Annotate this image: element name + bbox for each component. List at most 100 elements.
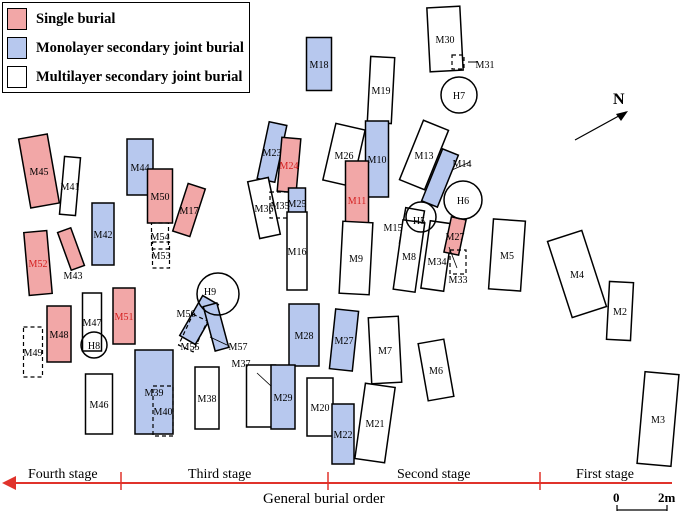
tomb-m10 — [364, 120, 390, 198]
tomb-label: M28 — [295, 331, 314, 342]
tomb-outline — [152, 385, 174, 437]
tomb-label: M11 — [348, 196, 367, 207]
tomb-label: M43 — [64, 271, 83, 282]
tomb-label: M24 — [280, 161, 299, 172]
legend-label: Single burial — [36, 10, 116, 27]
tomb-m40 — [152, 385, 174, 437]
tomb-m46 — [84, 373, 114, 435]
tomb-label: M16 — [288, 247, 307, 258]
single-burial-swatch — [7, 8, 27, 30]
legend-label: Multilayer secondary joint burial — [36, 68, 243, 85]
tomb-m47 — [81, 292, 103, 352]
tomb-outline — [171, 182, 207, 238]
general-burial-order-label: General burial order — [263, 491, 385, 507]
tomb-label: M27 — [335, 336, 354, 347]
tomb-m9 — [338, 220, 374, 296]
tomb-m36 — [246, 176, 282, 240]
tomb-m2 — [605, 280, 635, 342]
tomb-m31 — [451, 54, 465, 70]
north-arrow-line — [574, 111, 627, 141]
tomb-label: M8 — [402, 252, 416, 263]
tomb-m16 — [286, 211, 308, 291]
tomb-outline — [451, 54, 465, 70]
tomb-outline — [417, 338, 455, 402]
tomb-label: M36 — [255, 204, 274, 215]
tomb-m34 — [420, 219, 454, 293]
multilayer-burial-swatch — [7, 66, 27, 88]
scale-end-label: 2m — [658, 490, 676, 505]
tomb-label: M41 — [61, 182, 80, 193]
extras-layer — [209, 161, 471, 387]
tomb-label: M37 — [232, 359, 251, 370]
pit-label: H7 — [453, 91, 465, 102]
tomb-label: M23 — [263, 148, 282, 159]
tomb-m22 — [331, 403, 355, 465]
pit-label: H8 — [88, 341, 100, 352]
tomb-m54 — [150, 222, 170, 250]
second-stage-label: Second stage — [397, 467, 470, 482]
tomb-m17 — [171, 182, 207, 238]
tomb-label: M9 — [349, 254, 363, 265]
north-arrow: N — [574, 91, 628, 141]
tomb-m5 — [487, 218, 527, 292]
leader-line — [256, 372, 272, 387]
tomb-m52 — [22, 229, 54, 297]
tomb-label: M25 — [288, 199, 307, 210]
pit-label: H9 — [204, 287, 216, 298]
tomb-outline — [354, 382, 396, 464]
tomb-label: M7 — [378, 346, 392, 357]
tomb-label: M44 — [131, 163, 150, 174]
tomb-outline — [398, 119, 450, 191]
legend-label: Monolayer secondary joint burial — [36, 39, 244, 56]
tomb-label: M51 — [115, 312, 134, 323]
tomb-label: M48 — [50, 330, 69, 341]
tomb-m28 — [288, 303, 320, 367]
tomb-label: M29 — [274, 393, 293, 404]
tomb-m35 — [269, 191, 291, 219]
tomb-outline — [605, 280, 635, 342]
legend: Single burial Monolayer secondary joint … — [2, 2, 250, 93]
tomb-label: M18 — [310, 60, 329, 71]
legend-item-single-burial: Single burial — [7, 7, 115, 31]
tomb-label: M5 — [500, 251, 514, 262]
tomb-label: M26 — [335, 151, 354, 162]
tomb-outline — [81, 292, 103, 352]
tomb-m4 — [546, 229, 608, 319]
pit-h8 — [80, 331, 108, 359]
tomb-label: M45 — [30, 167, 49, 178]
legend-item-monolayer-burial: Monolayer secondary joint burial — [7, 36, 244, 60]
tomb-outline — [17, 133, 61, 209]
tomb-label: M38 — [198, 394, 217, 405]
tomb-label: M13 — [415, 151, 434, 162]
leader-line — [451, 161, 471, 171]
tomb-outline — [246, 176, 282, 240]
tomb-m39 — [134, 349, 174, 435]
tomb-label: M10 — [368, 155, 387, 166]
tomb-label: M42 — [94, 230, 113, 241]
north-arrowhead-icon — [616, 111, 628, 121]
tomb-label: M54 — [151, 232, 170, 243]
tomb-outline — [636, 370, 680, 468]
tomb-label: M49 — [24, 348, 43, 359]
tomb-label: M35 — [271, 201, 290, 212]
legend-item-multilayer-burial: Multilayer secondary joint burial — [7, 65, 242, 89]
tomb-m21 — [354, 382, 396, 464]
tomb-m55 — [177, 313, 209, 353]
tomb-outline — [286, 211, 308, 291]
tomb-label: M33 — [449, 275, 468, 286]
tomb-label: M22 — [334, 430, 353, 441]
fourth-stage-label: Fourth stage — [28, 467, 98, 482]
tomb-label: M20 — [311, 403, 330, 414]
tomb-outline — [305, 36, 333, 92]
tomb-outline — [22, 326, 44, 378]
tomb-m7 — [367, 315, 403, 385]
tomb-outline — [112, 287, 136, 345]
pit-h5 — [405, 201, 437, 233]
tomb-outline — [364, 120, 390, 198]
tomb-label: M2 — [613, 307, 627, 318]
tomb-label: M53 — [152, 251, 171, 262]
tomb-outline — [270, 364, 296, 430]
